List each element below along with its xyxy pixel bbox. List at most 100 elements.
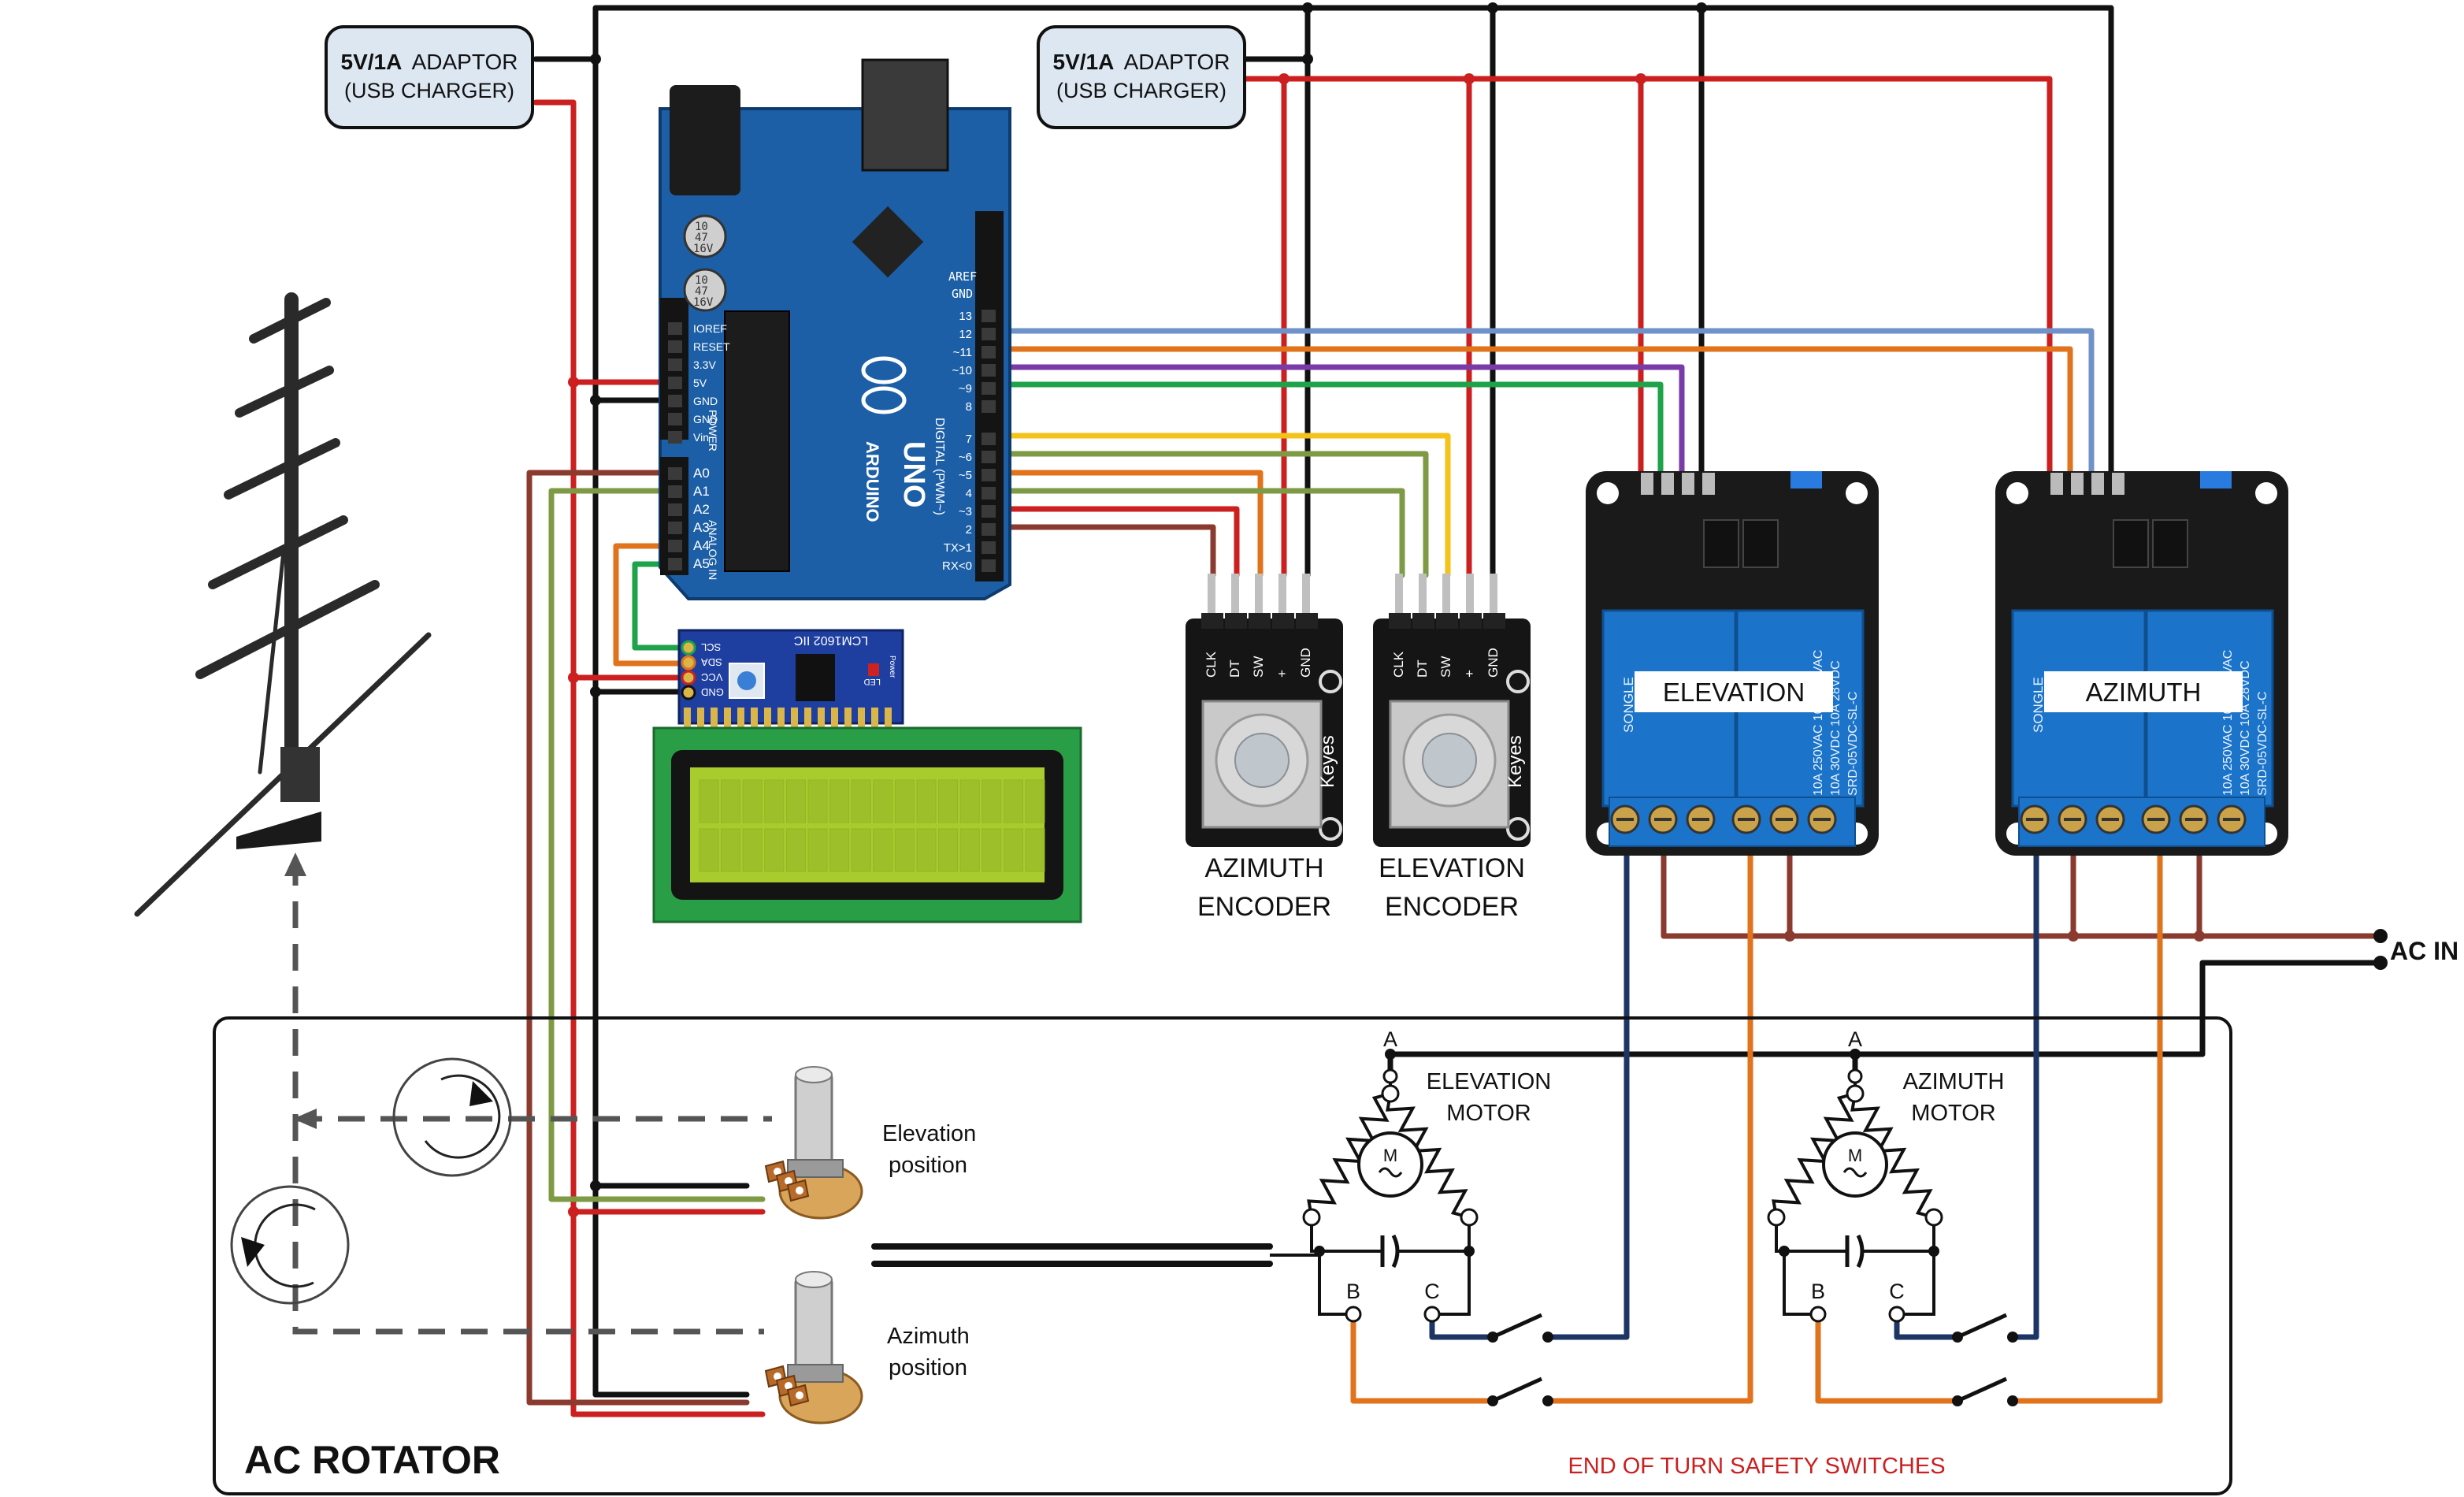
digital-pin-label: 13 — [959, 310, 972, 323]
header-pin — [697, 708, 704, 728]
digital-pin-label: ~6 — [959, 451, 972, 464]
yagi-antenna-icon — [134, 292, 432, 917]
motor-name-2: MOTOR — [1446, 1101, 1531, 1126]
power-jack-icon — [670, 85, 740, 195]
header-pin — [737, 708, 744, 728]
header-pin — [818, 708, 825, 728]
lcd-char-cell — [1003, 828, 1023, 872]
encoder-pin-base — [1296, 613, 1318, 629]
encoder-pin-label: + — [1275, 670, 1290, 678]
motor-wire — [1897, 1251, 1935, 1316]
encoder-pin-base — [1483, 613, 1505, 629]
ac-wave-icon — [1378, 1167, 1403, 1178]
encoder-pin-label: SW — [1438, 656, 1453, 678]
analog-pin-label: A2 — [693, 502, 710, 517]
encoder-pin-base — [1412, 613, 1434, 629]
jumper-icon — [1790, 471, 1822, 488]
motor-wire — [1775, 1217, 1847, 1253]
lcd-char-cell — [699, 828, 719, 872]
digital-pin-label: 8 — [966, 400, 972, 414]
arduino-power-label: POWER — [707, 410, 719, 451]
relay-label-bg — [1635, 671, 1833, 712]
adaptor-2-sub: (USB CHARGER) — [1056, 79, 1226, 102]
header-pin — [844, 708, 852, 728]
encoder-pin — [1278, 574, 1286, 622]
lcd-char-cell — [916, 828, 937, 872]
motor-winding-icon — [1386, 1093, 1470, 1219]
svg-text:5V/1A ADAPTOR: 5V/1A ADAPTOR — [1053, 50, 1230, 74]
encoder-pin-label: GND — [1298, 648, 1313, 678]
arduino-uno-board: 10 47 16V 10 47 16V ARDUINO UNO DIGITAL … — [659, 58, 1011, 600]
power-pin-label: RESET — [693, 340, 730, 353]
power-pin-label: Vin — [693, 431, 709, 444]
pin-socket — [982, 433, 996, 445]
pot-shaft-icon — [794, 1276, 833, 1374]
encoder-pin-base — [1460, 613, 1482, 629]
pin-socket — [982, 451, 996, 463]
header-pin — [684, 708, 691, 728]
pin-socket — [982, 328, 996, 340]
mechanical-links — [292, 859, 772, 1335]
encoder-shaft-icon — [1422, 733, 1477, 788]
junction-dot — [1314, 1246, 1325, 1257]
encoder-pin-label: CLK — [1204, 651, 1219, 678]
switch-contact — [2007, 1395, 2018, 1406]
encoder-pin — [1208, 574, 1215, 622]
terminal-c — [1423, 1306, 1441, 1323]
elevation-pot-label-2: position — [889, 1153, 967, 1178]
relay-pin — [1702, 473, 1715, 495]
azimuth-potentiometer-icon — [764, 1271, 863, 1425]
wire-d4 — [997, 488, 1405, 578]
pin-socket — [982, 364, 996, 377]
wire-d12 — [997, 346, 2073, 474]
pot-shaft-top — [795, 1066, 833, 1083]
lcd-char-cell — [785, 779, 806, 823]
lcd-char-cell — [721, 828, 741, 872]
junction-dot — [1850, 1049, 1861, 1060]
digital-pin-label: ~3 — [959, 505, 972, 518]
lcd-char-cell — [742, 828, 763, 872]
digital-pin-label: ~5 — [959, 469, 972, 482]
digital-pin-label: ~11 — [953, 346, 972, 359]
analog-pin-label: A0 — [693, 466, 710, 481]
lcd-pin-pad — [681, 670, 696, 685]
lcd-char-cell — [938, 828, 959, 872]
lcd-char-cell — [721, 779, 741, 823]
lcd-char-cell — [807, 779, 828, 823]
motor-symbol: M — [1848, 1146, 1862, 1165]
capacitor-icon — [683, 214, 727, 258]
cap-1-line-1: 10 — [695, 221, 708, 233]
lcd-module-name: LCM1602 IIC — [794, 633, 868, 647]
encoder-pin — [1419, 574, 1427, 622]
encoder-pin-label: CLK — [1391, 651, 1406, 678]
ac-wave-icon — [1842, 1167, 1868, 1178]
lcd-power-mark: Power — [888, 656, 896, 678]
wire-a1 — [548, 488, 766, 1202]
lcd-char-cell — [851, 779, 871, 823]
adaptor-2: 5V/1A ADAPTOR (USB CHARGER) — [1037, 25, 1246, 129]
arduino-logo-icon — [861, 356, 907, 384]
motor-symbol-icon — [1357, 1131, 1423, 1198]
cap-2-line-1: 10 — [695, 274, 708, 287]
lcd-character-grid — [699, 779, 1045, 872]
pin-socket — [982, 382, 996, 395]
svg-text:5V/1A ADAPTOR: 5V/1A ADAPTOR — [341, 50, 518, 74]
wire-elev-orange — [1546, 840, 1753, 1404]
lcd-char-cell — [829, 828, 850, 872]
encoder-pin-label: SW — [1251, 656, 1266, 678]
digital-pin-label: ~10 — [952, 364, 972, 377]
motor-name-1: ELEVATION — [1427, 1069, 1551, 1094]
motor-wire — [1318, 1251, 1353, 1316]
adaptor-2-rating: 5V/1A — [1053, 50, 1115, 74]
azimuth-encoder-label-2: ENCODER — [1197, 892, 1331, 922]
encoder-pin-base — [1225, 613, 1247, 629]
lcd-char-cell — [894, 828, 915, 872]
adaptor-1-word: ADAPTOR — [412, 50, 518, 74]
lcd-char-cell — [742, 779, 763, 823]
header-pin — [871, 708, 878, 728]
motor-terminal-c-label: C — [1424, 1280, 1440, 1303]
cap-2-line-2: 47 — [695, 285, 708, 298]
